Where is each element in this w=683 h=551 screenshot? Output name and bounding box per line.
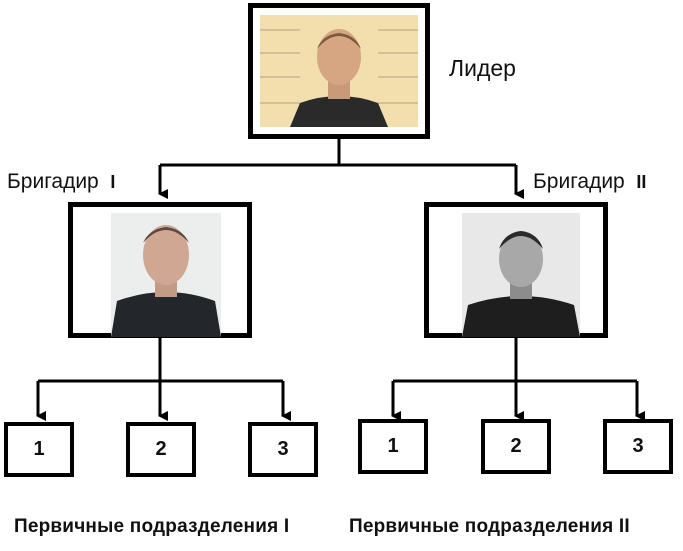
- leader-photo: [260, 15, 418, 127]
- brigadier-2-label: Бригадир II: [533, 170, 646, 194]
- leader-label: Лидер: [449, 55, 516, 81]
- brigadier-2-photo: [462, 213, 580, 337]
- brigadier-1-box: [68, 202, 252, 338]
- unit-2-3: 3: [603, 419, 673, 474]
- brigadier-2-roman: II: [636, 172, 647, 192]
- brigadier-1-label: Бригадир I: [7, 170, 115, 194]
- unit-2-1: 1: [358, 419, 428, 474]
- brigadier-2-box: [424, 202, 608, 338]
- unit-1-3: 3: [248, 422, 318, 477]
- unit-2-2: 2: [481, 419, 551, 474]
- brigadier-1-roman: I: [110, 172, 116, 192]
- footer-group-2: Первичные подразделения II: [349, 516, 630, 537]
- unit-1-1: 1: [4, 422, 74, 477]
- brigadier-1-title: Бригадир: [7, 170, 99, 193]
- footer-group-1: Первичные подразделения I: [14, 516, 290, 537]
- brigadier-2-title: Бригадир: [533, 170, 625, 193]
- brigadier-1-photo: [111, 213, 221, 337]
- unit-1-2: 2: [126, 422, 196, 477]
- leader-box: [248, 3, 430, 139]
